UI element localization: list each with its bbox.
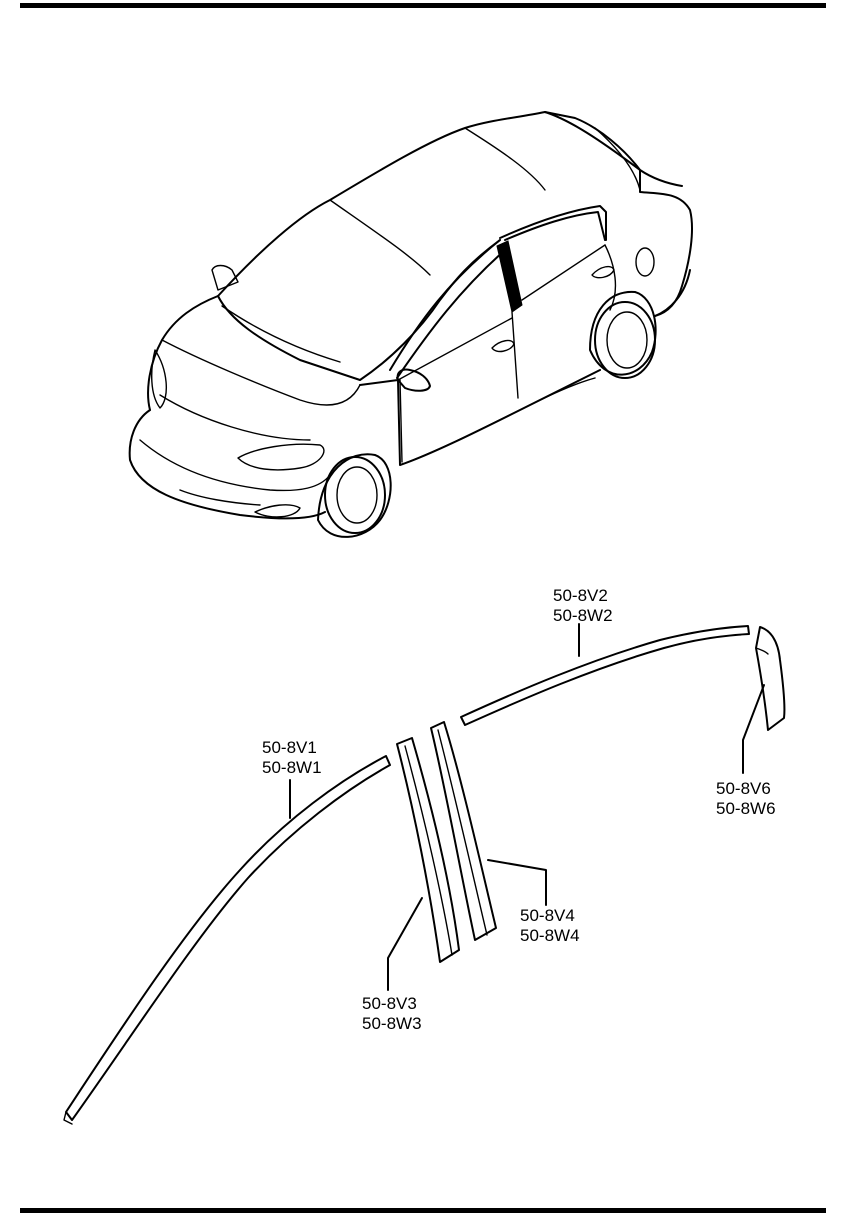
callout-v1: 50-8V1 50-8W1 xyxy=(262,738,322,778)
callout-v2-line1: 50-8V2 xyxy=(553,586,608,605)
leader-v6 xyxy=(742,684,765,774)
part-50-8v6 xyxy=(755,626,786,731)
callout-v3-line2: 50-8W3 xyxy=(362,1014,422,1033)
part-50-8v2 xyxy=(460,625,750,726)
car-illustration xyxy=(128,111,693,538)
callout-v4-line1: 50-8V4 xyxy=(520,906,575,925)
top-border xyxy=(20,3,826,8)
part-50-8v4 xyxy=(430,721,497,941)
callout-v4-line2: 50-8W4 xyxy=(520,926,580,945)
callout-v6-line1: 50-8V6 xyxy=(716,779,771,798)
callout-v6: 50-8V6 50-8W6 xyxy=(716,779,776,819)
callout-v3-line1: 50-8V3 xyxy=(362,994,417,1013)
leader-v4 xyxy=(487,859,547,906)
callout-v1-line1: 50-8V1 xyxy=(262,738,317,757)
callout-v3: 50-8V3 50-8W3 xyxy=(362,994,422,1034)
bottom-border xyxy=(20,1208,826,1213)
callout-v4: 50-8V4 50-8W4 xyxy=(520,906,580,946)
callout-v1-line2: 50-8W1 xyxy=(262,758,322,777)
part-50-8v1 xyxy=(65,755,391,1121)
callout-v2: 50-8V2 50-8W2 xyxy=(553,586,613,626)
leader-v3 xyxy=(387,897,423,991)
callout-v2-line2: 50-8W2 xyxy=(553,606,613,625)
callout-v6-line2: 50-8W6 xyxy=(716,799,776,818)
